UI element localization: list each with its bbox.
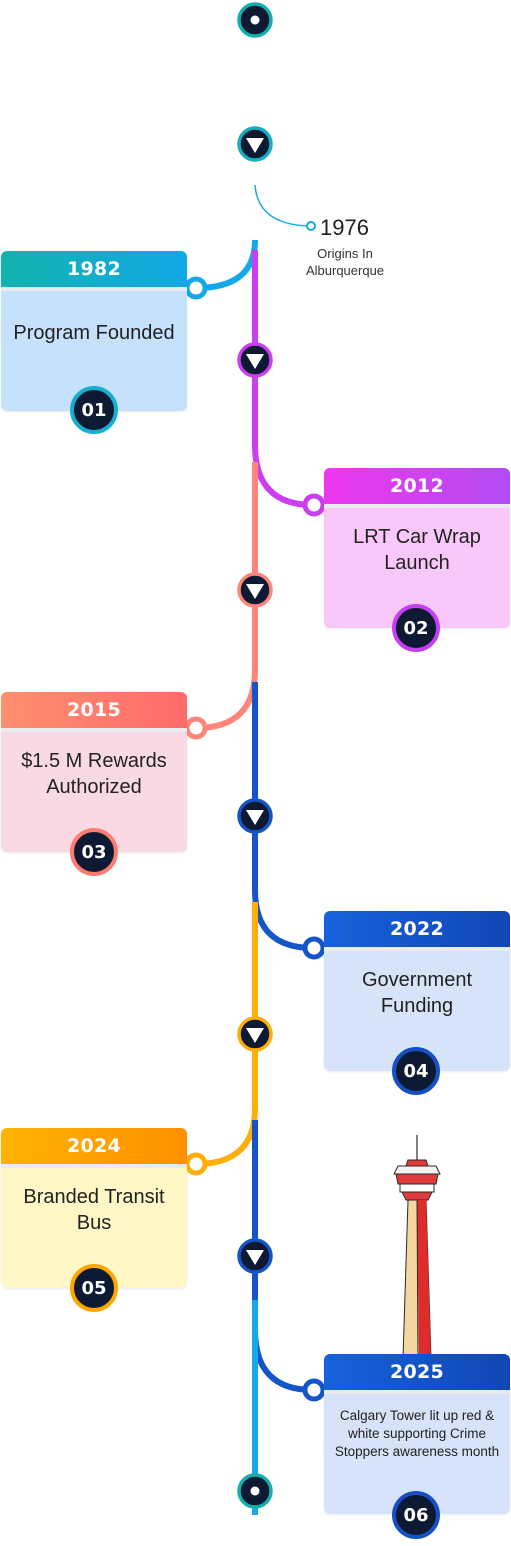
origin-branch — [254, 184, 311, 227]
milestone-number-badge: 01 — [70, 386, 118, 434]
down-triangle-icon — [237, 798, 273, 834]
down-triangle-icon — [237, 126, 273, 162]
milestone-year: 2022 — [389, 918, 445, 940]
milestone-year: 2012 — [389, 475, 445, 497]
milestone-number-badge: 03 — [70, 828, 118, 876]
card-header: 2012 — [324, 468, 510, 504]
milestone-card-2024: 2024 Branded Transit Bus — [1, 1128, 187, 1288]
spine-2015 — [195, 462, 258, 731]
spine-2012 — [252, 250, 314, 508]
milestone-card-2025: 2025 Calgary Tower lit up red & white su… — [324, 1354, 510, 1514]
origin-year: 1976 — [320, 215, 369, 240]
down-triangle-icon — [237, 1238, 273, 1274]
milestone-year: 2024 — [66, 1135, 122, 1157]
origin-dot-icon — [306, 221, 316, 231]
milestone-number-badge: 04 — [392, 1047, 440, 1095]
down-triangle-icon — [237, 342, 273, 378]
milestone-year: 1982 — [66, 258, 122, 280]
end-dot-icon — [237, 1473, 273, 1509]
milestone-card-1982: 1982 Program Founded — [1, 251, 187, 411]
milestone-number-badge: 02 — [392, 604, 440, 652]
ring-2015 — [184, 716, 208, 740]
card-header: 1982 — [1, 251, 187, 287]
milestone-title: Program Founded — [1, 291, 187, 411]
milestone-card-2022: 2022 Government Funding — [324, 911, 510, 1071]
spine-2022 — [252, 682, 314, 951]
card-header: 2024 — [1, 1128, 187, 1164]
ring-2024 — [184, 1152, 208, 1176]
down-triangle-icon — [237, 1016, 273, 1052]
milestone-number-badge: 05 — [70, 1264, 118, 1312]
milestone-year: 2015 — [66, 699, 122, 721]
ring-2012 — [302, 493, 326, 517]
start-dot-icon — [237, 2, 273, 38]
card-header: 2015 — [1, 692, 187, 728]
card-header: 2025 — [324, 1354, 510, 1390]
ring-2022 — [302, 936, 326, 960]
down-triangle-icon — [237, 572, 273, 608]
ring-2025 — [302, 1378, 326, 1402]
milestone-year: 2025 — [389, 1361, 445, 1383]
milestone-number-badge: 06 — [392, 1491, 440, 1539]
ring-1982 — [184, 276, 208, 300]
calgary-tower-icon — [393, 1135, 441, 1359]
origin-description: Origins In Alburquerque — [305, 246, 385, 278]
milestone-title: Government Funding — [324, 951, 510, 1071]
card-header: 2022 — [324, 911, 510, 947]
spine-2024 — [195, 902, 258, 1167]
